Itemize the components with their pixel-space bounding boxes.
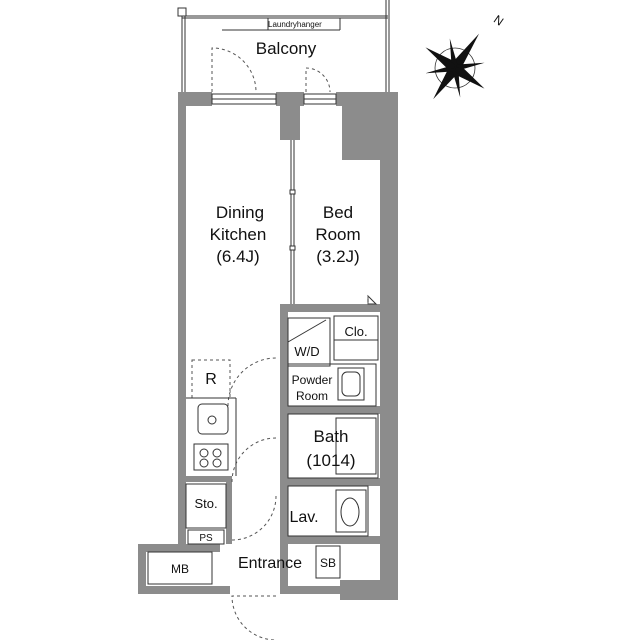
dining-kitchen-size: (6.4J): [216, 247, 259, 266]
small-boxes: [147, 483, 341, 585]
powder-room-sink: [287, 363, 377, 407]
bathtub: [287, 413, 379, 479]
kitchen-fixtures: [186, 359, 237, 476]
lavatory-fixture: [287, 485, 369, 537]
closet-label: Clo.: [344, 324, 367, 339]
washer-dryer: [287, 317, 331, 367]
dining-kitchen-label-line1: Dining: [216, 203, 264, 222]
laundry-hanger-label: Laundryhanger: [268, 20, 322, 29]
powder-room-label-line2: Room: [296, 389, 328, 403]
entrance-label: Entrance: [238, 555, 302, 572]
closet: [333, 315, 379, 361]
room-labels: Laundryhanger Balcony Dining Kitchen (6.…: [171, 20, 368, 576]
balcony-windows: [211, 93, 337, 105]
bedroom-size: (3.2J): [316, 247, 359, 266]
washer-dryer-label: W/D: [294, 344, 319, 359]
shoe-box-label: SB: [320, 556, 336, 570]
meter-box-label: MB: [171, 562, 189, 576]
powder-room-label-line1: Powder: [292, 373, 333, 387]
door-swings: [211, 47, 378, 640]
balcony-label: Balcony: [256, 39, 317, 58]
compass-rose-icon: N: [425, 12, 506, 100]
pipe-space-label: PS: [199, 533, 213, 544]
sliding-partition: [289, 140, 296, 304]
bedroom-label-line1: Bed: [323, 203, 353, 222]
lavatory-label: Lav.: [289, 509, 318, 526]
bath-size: (1014): [306, 451, 355, 470]
balcony-area: [177, 0, 390, 92]
bath-label: Bath: [314, 427, 349, 446]
dining-kitchen-label-line2: Kitchen: [210, 225, 267, 244]
storage-label: Sto.: [194, 496, 217, 511]
walls: [138, 92, 398, 600]
compass-north-label: N: [491, 12, 506, 28]
bedroom-label-line2: Room: [315, 225, 360, 244]
stove-top: [193, 443, 229, 471]
refrigerator-label: R: [205, 371, 217, 388]
sink-bowl: [197, 403, 229, 435]
